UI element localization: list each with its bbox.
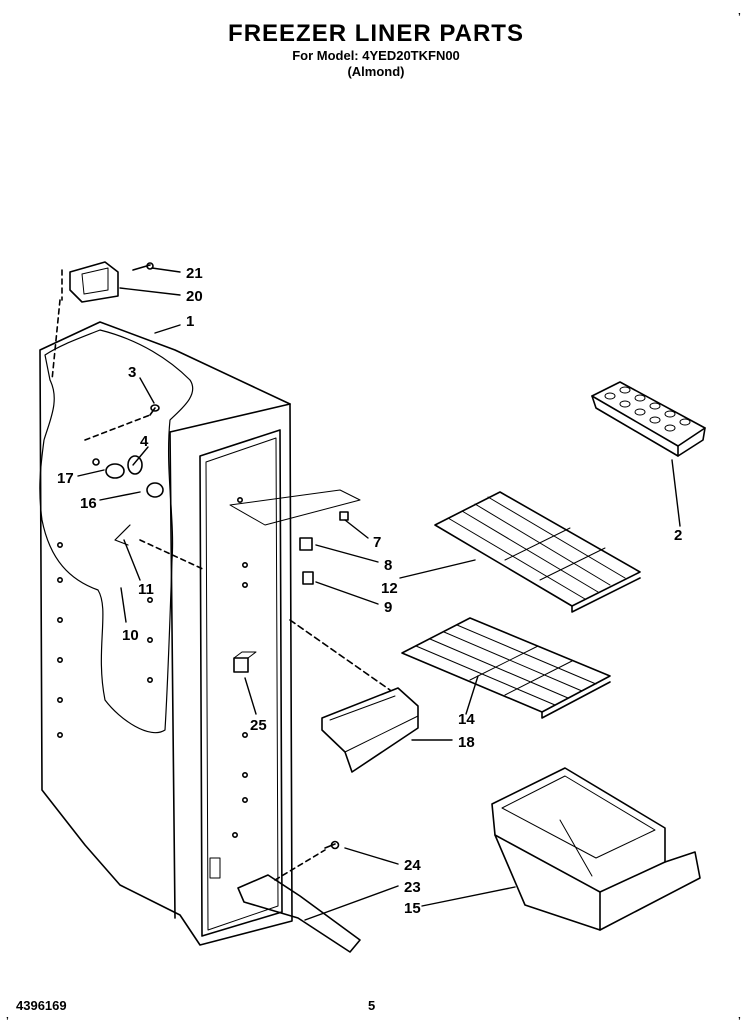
callout-12: 12 [381, 580, 398, 597]
callout-14: 14 [458, 711, 475, 728]
callout-9: 9 [384, 599, 392, 616]
callout-7: 7 [373, 534, 381, 551]
thermostat-part [233, 651, 257, 673]
bin-part-15 [491, 767, 701, 931]
pan-part-18 [289, 619, 419, 773]
color-line: (Almond) [347, 64, 405, 79]
footer-part-number: 4396169 [16, 998, 67, 1013]
corner-tick-bottom-left: ’ [6, 1016, 9, 1027]
callout-2: 2 [674, 527, 682, 544]
callout-25: 25 [250, 717, 267, 734]
freezer-liner-body [39, 321, 293, 946]
callout-10: 10 [122, 627, 139, 644]
ice-tray-part [591, 381, 706, 457]
bottom-bracket-part [237, 840, 361, 953]
wire-shelf-lower [401, 617, 611, 719]
corner-tick-top-right: ’ [738, 12, 741, 23]
wire-shelf-upper [434, 491, 641, 613]
small-clips [229, 489, 361, 585]
callout-17: 17 [57, 470, 74, 487]
bracket-part [51, 261, 119, 381]
callout-16: 16 [80, 495, 97, 512]
callout-18: 18 [458, 734, 475, 751]
light-assembly [84, 404, 206, 571]
footer-page-number: 5 [368, 998, 376, 1013]
callout-4: 4 [140, 433, 149, 450]
screw-part-21 [132, 262, 154, 271]
callout-20: 20 [186, 288, 203, 305]
callout-23: 23 [404, 879, 421, 896]
callout-15: 15 [404, 900, 421, 917]
callout-21: 21 [186, 265, 203, 282]
model-line: For Model: 4YED20TKFN00 [292, 48, 460, 63]
leader-lines [77, 267, 681, 921]
callout-11: 11 [138, 581, 154, 598]
callout-8: 8 [384, 557, 392, 574]
corner-tick-bottom-right: ’ [738, 1016, 741, 1027]
callout-3: 3 [128, 364, 136, 381]
callout-1: 1 [186, 313, 194, 330]
page-title: FREEZER LINER PARTS [228, 20, 524, 47]
callout-24: 24 [404, 857, 421, 874]
